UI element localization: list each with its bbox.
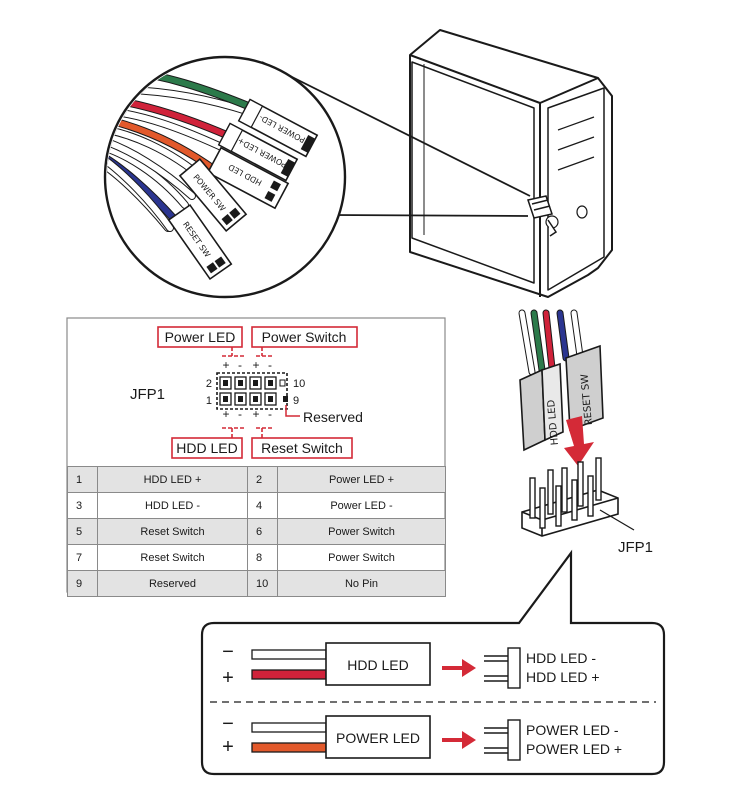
pin-table: 1 HDD LED + 2 Power LED + 3 HDD LED - 4 … xyxy=(67,466,446,597)
hdd-led-minus-label: HDD LED - xyxy=(526,650,596,666)
hdd-led-box-label: HDD LED xyxy=(347,657,408,673)
plus-sign: + xyxy=(222,736,234,758)
sign: - xyxy=(268,407,272,421)
sign: + xyxy=(252,407,259,421)
table-row: 1 HDD LED + 2 Power LED + xyxy=(67,466,446,493)
pin-function: Power Switch xyxy=(277,518,446,545)
header-jfp1-label: JFP1 xyxy=(618,539,653,556)
pin-number: 7 xyxy=(67,544,98,571)
pin-number: 3 xyxy=(67,492,98,519)
plus-sign: + xyxy=(222,667,234,689)
pin-number: 9 xyxy=(293,395,299,407)
header-illustration: HDD LED RESET SW JFP1 xyxy=(518,309,653,556)
pin-function: Power LED - xyxy=(277,492,446,519)
led-callout: − + HDD LED HDD LED - HDD LED + − + POWE… xyxy=(200,549,666,776)
pin-function: HDD LED - xyxy=(97,492,248,519)
pin-function: Reset Switch xyxy=(97,544,248,571)
power-led-plus-label: POWER LED + xyxy=(526,741,622,757)
minus-sign: − xyxy=(222,641,234,663)
connector-power-led-minus: POWER LED- xyxy=(237,98,319,158)
power-led-minus-label: POWER LED - xyxy=(526,722,619,738)
sign: + xyxy=(222,407,229,421)
table-row: 3 HDD LED - 4 Power LED - xyxy=(67,492,446,519)
pin-number: 10 xyxy=(293,378,305,390)
header-hdd-led: HDD LED xyxy=(546,399,561,446)
pin-number: 4 xyxy=(247,492,278,519)
power-switch-label: Power Switch xyxy=(262,329,347,345)
pin-number: 2 xyxy=(247,466,278,493)
sign: + xyxy=(252,358,259,372)
sign: - xyxy=(238,407,242,421)
pin-function: Reserved xyxy=(97,570,248,597)
pin-function: No Pin xyxy=(277,570,446,597)
hdd-led-plus-label: HDD LED + xyxy=(526,669,600,685)
sign: - xyxy=(238,358,242,372)
header-reset-sw: RESET SW xyxy=(580,373,595,425)
case-plug xyxy=(527,195,558,237)
pin-function: Power Switch xyxy=(277,544,446,571)
power-led-box-label: POWER LED xyxy=(336,730,420,746)
reserved-label: Reserved xyxy=(303,409,363,425)
magnifier-lines xyxy=(261,61,531,217)
pin-number: 10 xyxy=(247,570,278,597)
pin-number: 2 xyxy=(206,378,212,390)
sign: - xyxy=(268,358,272,372)
pin-number: 6 xyxy=(247,518,278,545)
reset-switch-label: Reset Switch xyxy=(261,440,343,456)
pin-number: 9 xyxy=(67,570,98,597)
pin-number: 5 xyxy=(67,518,98,545)
table-row: 9 Reserved 10 No Pin xyxy=(67,570,446,597)
zoom-circle: POWER LED- POWER LED+ HDD LED POWER SW R… xyxy=(103,55,347,299)
pin-number: 8 xyxy=(247,544,278,571)
table-row: 5 Reset Switch 6 Power Switch xyxy=(67,518,446,545)
minus-sign: − xyxy=(222,713,234,735)
sign: + xyxy=(222,358,229,372)
pin-number: 1 xyxy=(206,395,212,407)
table-row: 7 Reset Switch 8 Power Switch xyxy=(67,544,446,571)
jfp1-title: JFP1 xyxy=(130,386,165,403)
pin-number: 1 xyxy=(67,466,98,493)
connector-hdd-led: HDD LED xyxy=(206,146,290,210)
pin-function: HDD LED + xyxy=(97,466,248,493)
power-led-label: Power LED xyxy=(165,329,236,345)
pin-function: Power LED + xyxy=(277,466,446,493)
pc-case xyxy=(409,29,613,298)
hdd-led-label: HDD LED xyxy=(176,440,237,456)
connector-power-led-plus: POWER LED+ xyxy=(217,122,299,182)
connector-power-sw: POWER SW xyxy=(178,157,248,233)
pin-function: Reset Switch xyxy=(97,518,248,545)
